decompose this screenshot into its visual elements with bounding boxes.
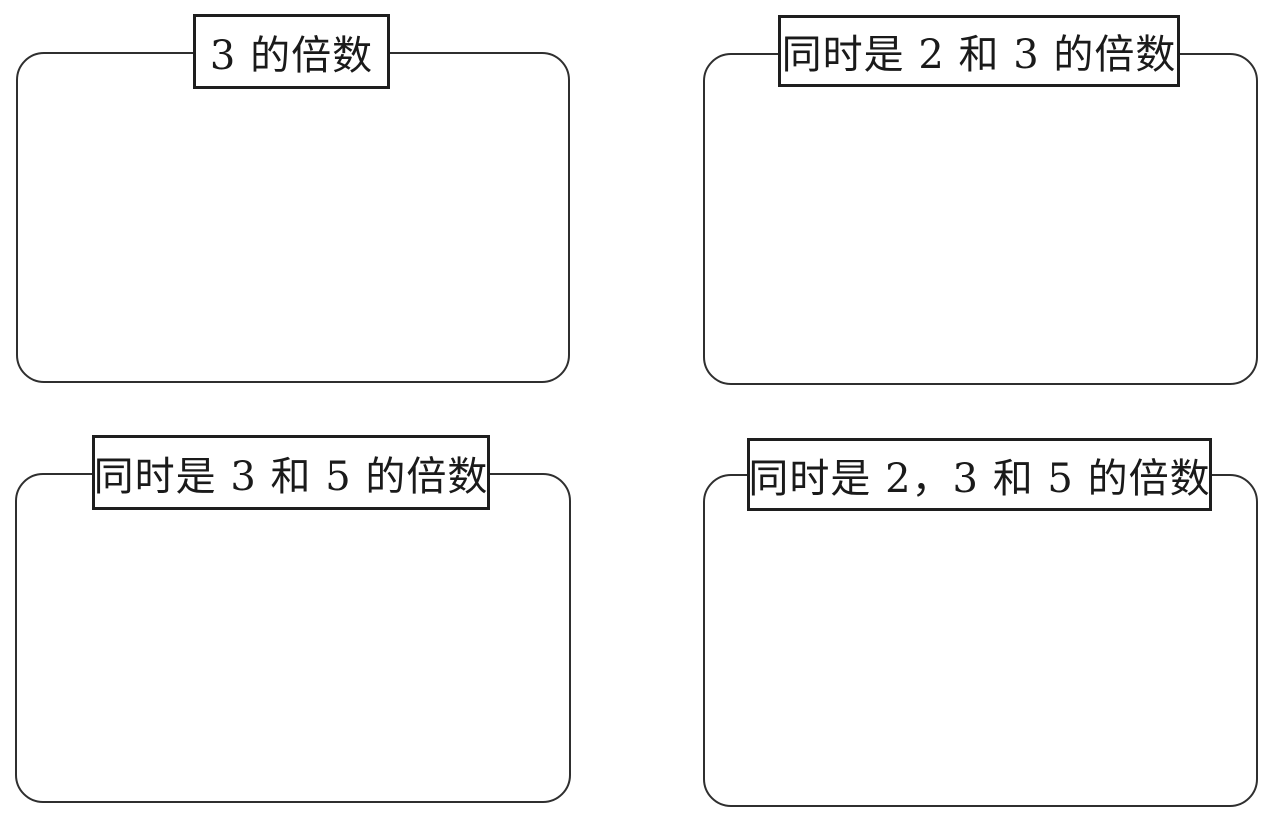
answer-box-multiples-of-3-and-5 bbox=[15, 473, 571, 803]
answer-box-multiples-of-2-and-3 bbox=[703, 53, 1258, 385]
label-multiples-of-3-and-5-text: 同时是 3 和 5 的倍数 bbox=[93, 453, 489, 500]
label-multiples-of-2-3-and-5: 同时是 2，3 和 5 的倍数 bbox=[747, 438, 1212, 511]
answer-box-multiples-of-3 bbox=[16, 52, 570, 383]
label-multiples-of-2-and-3-text: 同时是 2 和 3 的倍数 bbox=[781, 32, 1177, 78]
label-multiples-of-2-3-and-5-text: 同时是 2，3 和 5 的倍数 bbox=[748, 455, 1211, 502]
label-multiples-of-2-and-3: 同时是 2 和 3 的倍数 bbox=[778, 15, 1180, 87]
label-multiples-of-3: 3 的倍数 bbox=[193, 14, 390, 89]
label-multiples-of-3-text: 3 的倍数 bbox=[209, 32, 374, 79]
label-multiples-of-3-and-5: 同时是 3 和 5 的倍数 bbox=[92, 435, 490, 510]
answer-box-multiples-of-2-3-and-5 bbox=[703, 474, 1258, 807]
